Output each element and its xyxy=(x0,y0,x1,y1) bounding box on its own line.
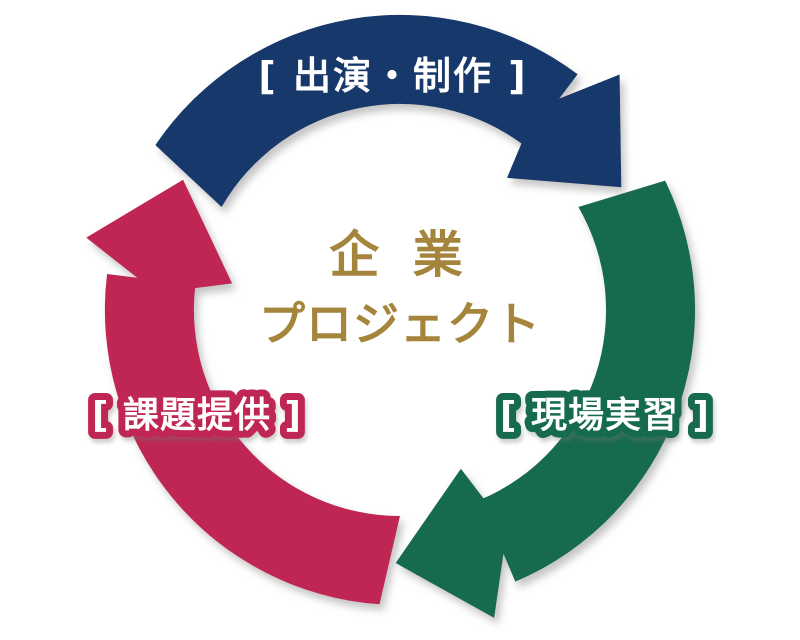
center-title: 企 業 プロジェクト xyxy=(259,226,541,351)
center-title-line1: 企 業 xyxy=(329,226,470,284)
label-performance-production: [ 出演・制作 ] xyxy=(258,54,527,98)
center-title-line2: プロジェクト xyxy=(259,297,541,351)
label-assignment-provision: [ 課題提供 ] xyxy=(92,395,302,436)
label-onsite-training: [ 現場実習 ] xyxy=(500,395,710,436)
arrow-performance-production xyxy=(155,14,622,207)
